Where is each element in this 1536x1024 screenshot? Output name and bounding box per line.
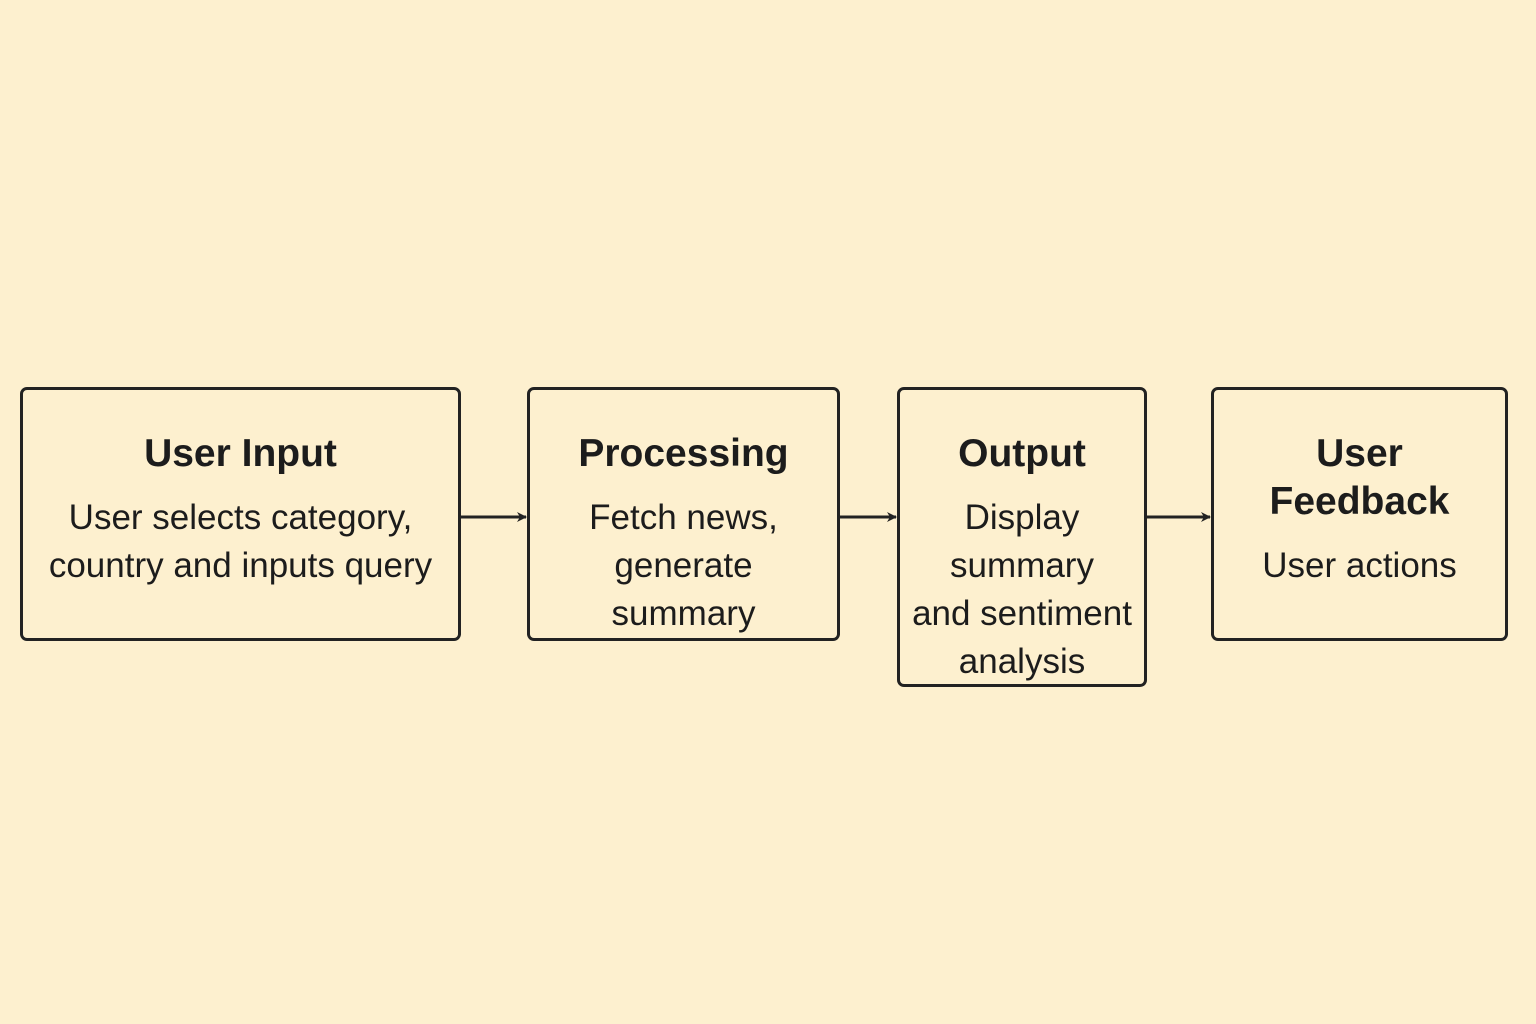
step-title: Output [958, 432, 1086, 475]
step-description: Display summary and sentiment analysis [912, 498, 1132, 681]
step-title: Processing [578, 432, 789, 475]
step-description: Fetch news, generate summary [589, 498, 778, 633]
step-user-input: User Input User selects category, countr… [20, 387, 461, 641]
step-title: User Feedback [1269, 432, 1450, 523]
step-description: User actions [1262, 546, 1457, 585]
step-description: User selects category, country and input… [48, 498, 433, 585]
step-processing: Processing Fetch news, generate summary [527, 387, 840, 641]
step-user-feedback: User Feedback User actions [1211, 387, 1508, 641]
step-output: Output Display summary and sentiment ana… [897, 387, 1147, 687]
step-title: User Input [144, 432, 337, 475]
